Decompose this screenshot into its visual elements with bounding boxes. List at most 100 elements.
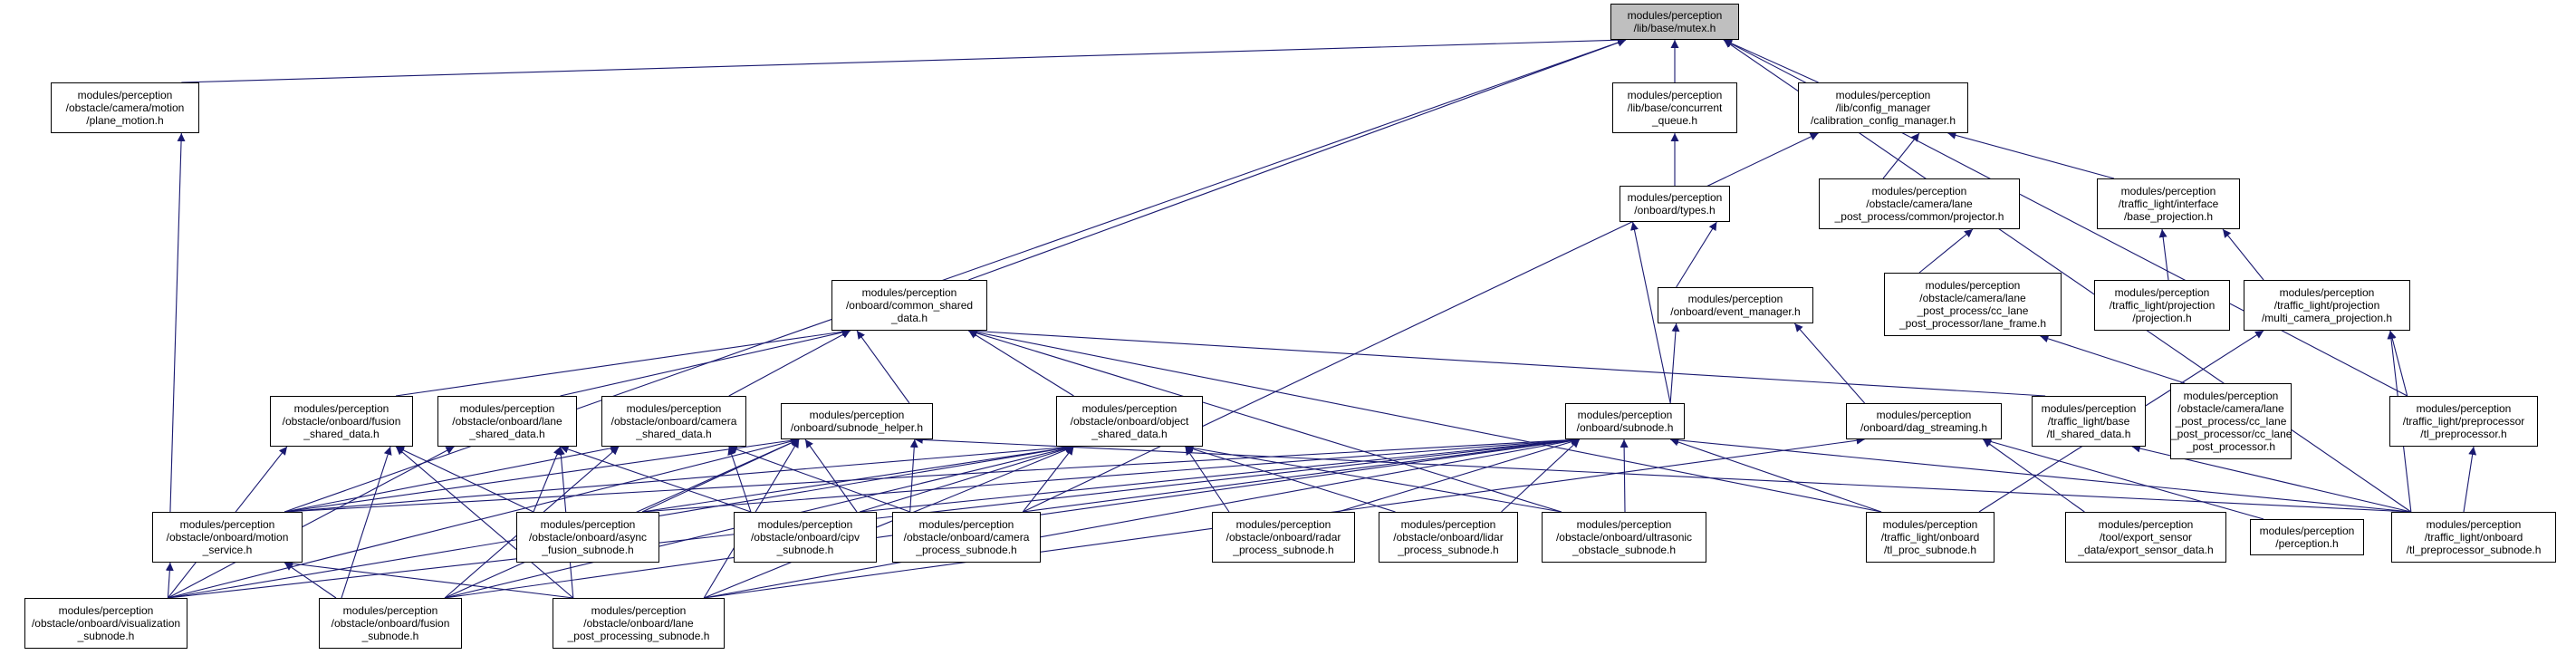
edge-radar_process-to-subnode bbox=[1337, 438, 1580, 513]
edge-ultrasonic-to-common_shared bbox=[968, 329, 1562, 513]
node-projection[interactable]: modules/perception/traffic_light/project… bbox=[2094, 280, 2230, 331]
node-perception-h[interactable]: modules/perception/perception.h bbox=[2250, 519, 2364, 555]
node-plane-motion[interactable]: modules/perception/obstacle/camera/motio… bbox=[51, 82, 199, 133]
node-projector[interactable]: modules/perception/obstacle/camera/lane_… bbox=[1819, 178, 2020, 229]
node-label-line: /obstacle/onboard/async bbox=[528, 531, 648, 544]
node-label-line: modules/perception bbox=[861, 286, 957, 299]
edge-tl_proc-to-common_shared bbox=[968, 328, 1882, 513]
node-label-line: /tl_proc_subnode.h bbox=[1883, 544, 1977, 556]
node-camera-process-subnode[interactable]: modules/perception/obstacle/onboard/came… bbox=[892, 512, 1041, 563]
node-label-line: _process_subnode.h bbox=[1233, 544, 1334, 556]
node-camera-shared-data[interactable]: modules/perception/obstacle/onboard/came… bbox=[601, 396, 746, 447]
node-dag-streaming[interactable]: modules/perception/onboard/dag_streaming… bbox=[1846, 403, 2002, 439]
edge-fusion_shared-to-common_shared bbox=[395, 327, 851, 397]
edge-lane_pp_subnode-to-motion_service bbox=[284, 559, 573, 599]
edge-async_fusion-to-fusion_shared bbox=[395, 446, 534, 513]
edge-visualization-to-subnode_helper bbox=[168, 437, 800, 599]
node-label-line: /obstacle/onboard/cipv bbox=[750, 531, 860, 544]
edge-event_manager-to-types bbox=[1676, 221, 1717, 288]
edge-lidar_process-to-subnode bbox=[1501, 438, 1581, 513]
node-lidar-process-subnode[interactable]: modules/perception/obstacle/onboard/lida… bbox=[1379, 512, 1518, 563]
edge-lane_pp_subnode-to-fusion_shared bbox=[395, 446, 574, 599]
edge-motion_service-to-object_shared bbox=[284, 443, 1074, 513]
node-label-line: modules/perception bbox=[1876, 409, 1972, 421]
node-label-line: modules/perception bbox=[2426, 518, 2522, 531]
node-event-manager[interactable]: modules/perception/onboard/event_manager… bbox=[1658, 287, 1813, 323]
node-cipv-subnode[interactable]: modules/perception/obstacle/onboard/cipv… bbox=[734, 512, 877, 563]
node-label-line: /obstacle/onboard/fusion bbox=[331, 617, 450, 630]
node-subnode[interactable]: modules/perception/onboard/subnode.h bbox=[1565, 403, 1685, 439]
edge-perception_h-to-dag_streaming bbox=[1983, 438, 2264, 520]
node-label-line: modules/perception bbox=[1871, 185, 1967, 197]
node-multi-camera-projection[interactable]: modules/perception/traffic_light/project… bbox=[2244, 280, 2410, 331]
node-concurrent-queue[interactable]: modules/perception/lib/base/concurrent_q… bbox=[1612, 82, 1737, 133]
node-label-line: _subnode.h bbox=[776, 544, 834, 556]
node-lane-post-processing-subnode[interactable]: modules/perception/obstacle/onboard/lane… bbox=[553, 598, 725, 649]
node-label-line: modules/perception bbox=[1081, 402, 1177, 415]
node-label-line: /obstacle/onboard/camera bbox=[610, 415, 737, 428]
node-label-line: _data/export_sensor_data.h bbox=[2078, 544, 2214, 556]
node-label-line: _post_processor.h bbox=[2186, 440, 2276, 453]
edge-motion_service-to-camera_shared bbox=[284, 444, 620, 513]
node-fusion-shared-data[interactable]: modules/perception/obstacle/onboard/fusi… bbox=[270, 396, 413, 447]
node-tl-preprocessor-subnode[interactable]: modules/perception/traffic_light/onboard… bbox=[2391, 512, 2556, 563]
node-lane-frame[interactable]: modules/perception/obstacle/camera/lane_… bbox=[1884, 273, 2062, 336]
edge-motion_service-to-subnode bbox=[284, 436, 1580, 513]
node-label-line: _post_processing_subnode.h bbox=[567, 630, 710, 642]
edge-visualization-to-lane_shared bbox=[168, 446, 455, 599]
node-object-shared-data[interactable]: modules/perception/obstacle/onboard/obje… bbox=[1056, 396, 1203, 447]
edge-visualization-to-motion_service bbox=[165, 562, 174, 599]
node-label-line: /tl_shared_data.h bbox=[2046, 428, 2131, 440]
edge-async_fusion-to-object_shared bbox=[641, 443, 1074, 513]
node-types[interactable]: modules/perception/onboard/types.h bbox=[1620, 186, 1730, 222]
edge-calib_cfg-to-mutex bbox=[1723, 39, 1819, 83]
node-label-line: modules/perception bbox=[2114, 286, 2210, 299]
node-label-line: modules/perception bbox=[1235, 518, 1331, 531]
node-export-sensor-data[interactable]: modules/perception/tool/export_sensor_da… bbox=[2065, 512, 2226, 563]
edge-tl_preproc_sub-to-tl_preproc bbox=[2463, 446, 2477, 513]
edge-camera_process-to-subnode bbox=[1023, 436, 1580, 513]
node-label-line: /obstacle/onboard/object bbox=[1070, 415, 1189, 428]
node-label-line: /onboard/common_shared bbox=[845, 299, 974, 312]
node-async-fusion-subnode[interactable]: modules/perception/obstacle/onboard/asyn… bbox=[516, 512, 659, 563]
edge-ultrasonic-to-object_shared bbox=[1185, 444, 1562, 513]
node-calibration-config-manager[interactable]: modules/perception/lib/config_manager/ca… bbox=[1798, 82, 1968, 133]
node-label-line: /traffic_light/projection bbox=[2273, 299, 2380, 312]
node-label-line: _shared_data.h bbox=[469, 428, 545, 440]
node-label-line: modules/perception bbox=[459, 402, 555, 415]
node-motion-service[interactable]: modules/perception/obstacle/onboard/moti… bbox=[152, 512, 303, 563]
edge-tl_preproc_sub-to-subnode bbox=[1670, 436, 2411, 513]
node-common-shared-data[interactable]: modules/perception/onboard/common_shared… bbox=[831, 280, 987, 331]
edge-fusion_subnode-to-motion_service bbox=[284, 562, 337, 599]
node-tl-proc-subnode[interactable]: modules/perception/traffic_light/onboard… bbox=[1866, 512, 1994, 563]
edge-async_fusion-to-lane_shared bbox=[533, 446, 562, 513]
node-visualization-subnode[interactable]: modules/perception/obstacle/onboard/visu… bbox=[24, 598, 187, 649]
node-label-line: _shared_data.h bbox=[636, 428, 712, 440]
edge-tl_preproc_sub-to-subnode_helper bbox=[914, 435, 2411, 513]
edge-tl_shared-to-common_shared bbox=[968, 327, 2046, 397]
node-label-line: modules/perception bbox=[757, 518, 853, 531]
node-subnode-helper[interactable]: modules/perception/onboard/subnode_helpe… bbox=[781, 403, 933, 439]
edge-motion_service-to-plane_motion bbox=[169, 132, 186, 513]
node-label-line: _shared_data.h bbox=[303, 428, 380, 440]
node-base-projection[interactable]: modules/perception/traffic_light/interfa… bbox=[2097, 178, 2240, 229]
node-label-line: _post_processor/cc_lane bbox=[2171, 428, 2292, 440]
node-label-line: /obstacle/onboard/lane bbox=[583, 617, 694, 630]
node-cc-lane-post-processor[interactable]: modules/perception/obstacle/camera/lane_… bbox=[2170, 383, 2292, 459]
edge-cipv-to-subnode_helper bbox=[804, 438, 858, 513]
node-radar-process-subnode[interactable]: modules/perception/obstacle/onboard/rada… bbox=[1212, 512, 1355, 563]
edge-plane_motion-to-mutex bbox=[181, 35, 1627, 83]
node-label-line: modules/perception bbox=[918, 518, 1014, 531]
node-tl-preprocessor[interactable]: modules/perception/traffic_light/preproc… bbox=[2389, 396, 2538, 447]
node-label-line: modules/perception bbox=[1882, 518, 1978, 531]
node-label-line: /lib/config_manager bbox=[1835, 101, 1931, 114]
node-lane-shared-data[interactable]: modules/perception/obstacle/onboard/lane… bbox=[437, 396, 577, 447]
node-label-line: modules/perception bbox=[342, 604, 438, 617]
node-label-line: modules/perception bbox=[2279, 286, 2375, 299]
node-label-line: /obstacle/onboard/radar bbox=[1226, 531, 1341, 544]
node-label-line: modules/perception bbox=[1627, 89, 1723, 101]
node-fusion-subnode[interactable]: modules/perception/obstacle/onboard/fusi… bbox=[319, 598, 462, 649]
node-ultrasonic-obstacle-subnode[interactable]: modules/perception/obstacle/onboard/ultr… bbox=[1542, 512, 1706, 563]
node-label-line: modules/perception bbox=[1576, 518, 1672, 531]
node-tl-shared-data[interactable]: modules/perception/traffic_light/base/tl… bbox=[2032, 396, 2146, 447]
